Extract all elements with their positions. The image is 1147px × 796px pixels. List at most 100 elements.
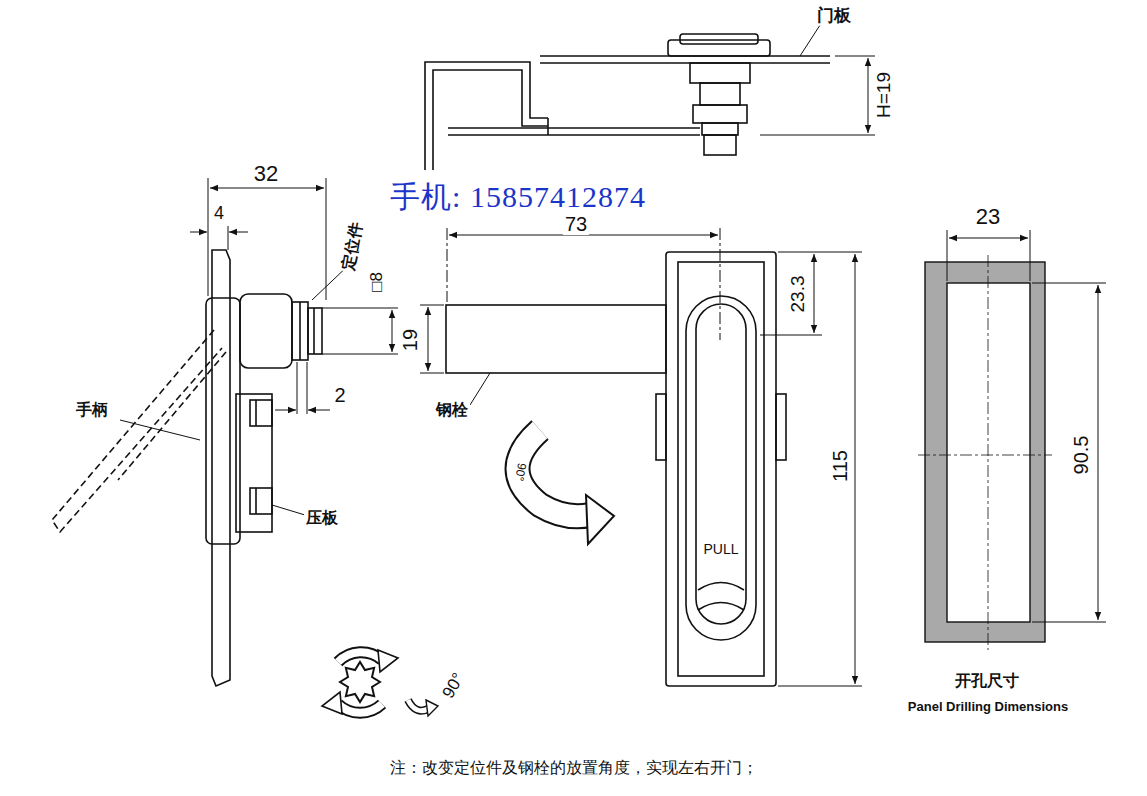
top-view-part <box>693 105 747 123</box>
dimension-text: 115 <box>829 448 851 484</box>
part-name: 压板 <box>304 509 340 527</box>
dimension-text: 23 <box>974 205 1002 229</box>
dimension-text: 23.3 <box>788 274 809 315</box>
front-view-part <box>698 583 744 611</box>
front-dimensions <box>420 228 862 686</box>
part-name: 钢栓 <box>434 401 470 419</box>
top-view-part <box>540 56 830 63</box>
front-view-part <box>470 373 490 405</box>
side-view-part <box>308 308 322 354</box>
side-dimensions-part <box>208 178 326 300</box>
panel-cutout <box>918 230 1106 650</box>
top-view-part <box>704 135 736 155</box>
rotation-arrow-part <box>518 430 591 516</box>
rotation-arrow-part <box>518 430 591 516</box>
top-view-part <box>433 70 548 170</box>
side-view-part <box>255 400 257 514</box>
side-view-part <box>272 505 305 515</box>
side-view-part <box>250 400 272 426</box>
front-view-part <box>666 252 776 686</box>
cam-symbol-part <box>338 704 382 713</box>
dimension-h19-part <box>868 58 869 133</box>
dimension-text: 32 <box>252 162 280 186</box>
panel-cutout-part <box>918 255 1052 650</box>
top-view <box>425 22 830 170</box>
top-view-part <box>700 83 740 105</box>
cam-symbol <box>322 650 438 716</box>
caption-text: Panel Drilling Dimensions <box>906 700 1070 714</box>
cam-symbol-part <box>322 692 342 714</box>
side-dimensions-part <box>392 310 393 352</box>
panel-cutout-part <box>947 230 1030 281</box>
rotation-arrow-part <box>586 495 614 544</box>
side-dimensions-part <box>210 188 324 189</box>
watermark: 手机: 15857412874 <box>388 180 648 213</box>
handle-text: PULL <box>701 542 740 557</box>
front-view-part <box>686 296 756 640</box>
top-view-part <box>448 128 700 135</box>
front-view-part <box>696 304 746 624</box>
side-dimensions-part <box>190 232 207 233</box>
angle-text: 90° <box>512 460 529 484</box>
cam-symbol-part <box>338 704 382 713</box>
side-dimensions-part <box>275 410 296 411</box>
top-view-part <box>680 34 758 44</box>
part-name: 定位件 <box>339 219 365 273</box>
top-view-part <box>668 40 770 56</box>
front-dimensions-part <box>428 307 429 371</box>
rotation-arrow <box>518 430 615 544</box>
side-dimensions-part <box>322 308 398 354</box>
cam-symbol-part <box>340 662 380 702</box>
top-view-part <box>547 118 549 135</box>
side-dimensions-part <box>228 226 229 250</box>
dimension-text: 19 <box>399 327 421 353</box>
side-view-part <box>212 250 230 686</box>
front-view-part <box>656 394 666 460</box>
caption-text: 开孔尺寸 <box>953 672 1021 690</box>
dimension-h19 <box>760 56 875 135</box>
part-name: 手柄 <box>74 401 110 419</box>
side-view-part <box>240 294 292 368</box>
side-dimensions-part <box>297 362 307 414</box>
cam-symbol-part <box>338 652 382 662</box>
front-view <box>446 252 786 686</box>
side-view-part <box>236 394 272 532</box>
front-dimensions-part <box>420 305 444 373</box>
front-view-part <box>446 305 666 373</box>
side-view-part <box>250 488 272 514</box>
dimension-text: □8 <box>368 270 387 294</box>
dimension-text: 2 <box>332 384 347 406</box>
panel-cutout-part <box>1098 285 1099 620</box>
top-view-part <box>425 62 548 170</box>
angle-text: 90° <box>438 668 469 703</box>
side-view-part <box>52 330 222 532</box>
side-dimensions-part <box>229 232 248 233</box>
panel-cutout-part <box>925 262 1045 642</box>
front-dimensions-part <box>760 252 862 686</box>
note-text: 注：改变定位件及钢栓的放置角度，实现左右开门； <box>388 759 760 777</box>
side-view-part <box>120 420 200 440</box>
front-dimensions-part <box>855 254 856 684</box>
front-dimensions-part <box>447 228 720 340</box>
side-view-part <box>206 298 240 544</box>
front-view-part <box>776 394 786 460</box>
side-view-part <box>118 352 226 480</box>
side-dimensions-part <box>308 410 330 411</box>
dimension-text: 4 <box>212 204 226 224</box>
top-view-part <box>800 22 822 56</box>
panel-cutout-part <box>949 238 1028 239</box>
dimension-text: 73 <box>563 213 589 235</box>
dimension-text: H=19 <box>874 70 895 120</box>
cam-symbol-part <box>378 650 398 672</box>
side-view-part <box>300 302 314 360</box>
side-view <box>52 250 352 686</box>
panel-cutout-part <box>947 283 1030 622</box>
front-dimensions-part <box>814 254 815 333</box>
dimension-h19-part <box>760 56 875 135</box>
cam-symbol-part <box>426 700 438 716</box>
part-name: 门板 <box>815 7 853 26</box>
front-view-part <box>678 262 764 676</box>
side-dimensions <box>190 178 398 414</box>
top-view-part <box>702 123 738 135</box>
